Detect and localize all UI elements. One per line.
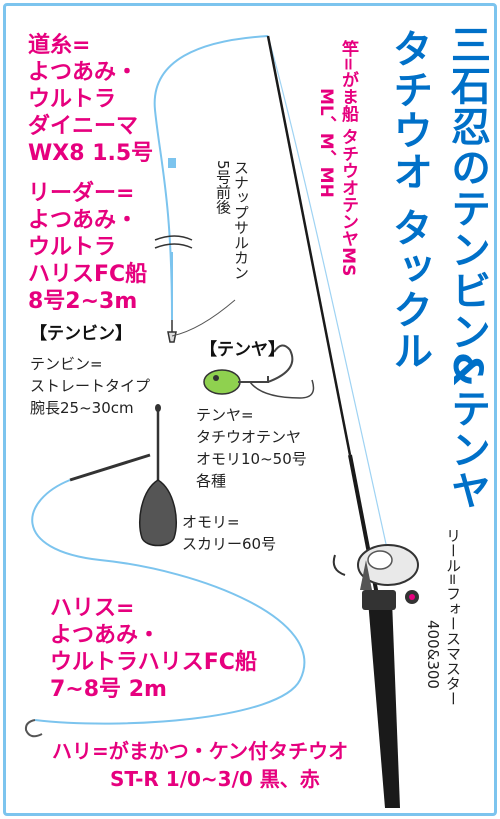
- main-line-text-2: よつあみ・: [28, 60, 139, 85]
- harris-text-1: ハリス=: [50, 596, 135, 621]
- tenya-text-2: タチウオテンヤ: [196, 428, 302, 446]
- harris-text-4: 7~8号 2m: [50, 677, 167, 702]
- leader-text-3: ウルトラ: [28, 235, 117, 260]
- reel-label-line-1: リール=フォースマスター: [444, 528, 462, 706]
- tenya-text-3: オモリ10~50号: [196, 450, 307, 468]
- harris-text-2: よつあみ・: [50, 623, 161, 648]
- rod-label-line-2: ML、M、MH: [316, 88, 336, 198]
- line-break-mark: [154, 235, 193, 249]
- tenbin-text-3: 腕長25~30cm: [30, 399, 134, 417]
- tenya-text-4: 各種: [196, 472, 227, 490]
- reel-label-line-2: 400&300: [424, 620, 442, 689]
- leader-text-4: ハリスFC船: [28, 262, 148, 287]
- rod-butt: [368, 600, 400, 808]
- guide-line: [267, 35, 396, 586]
- harris-text-3: ウルトラハリスFC船: [50, 650, 257, 675]
- leader-text-2: よつあみ・: [28, 208, 139, 233]
- rod-grip: [362, 590, 396, 610]
- main-line-text-4: ダイニーマ: [28, 114, 139, 139]
- title-line-1: 三石忍のテンビン&テンヤ: [444, 24, 490, 511]
- title-line-2: タチウオ タックル: [386, 28, 432, 371]
- main-line-text-5: WX8 1.5号: [28, 141, 154, 166]
- tenya-lure: [203, 344, 315, 399]
- hook-text-1: ハリ=がまかつ・ケン付タチウオ: [52, 739, 349, 763]
- snap-to-line: [171, 299, 236, 337]
- snap-label-line-1: スナップサルカン: [232, 160, 250, 280]
- swivel-marker: [168, 158, 176, 168]
- sinker-weight: [139, 479, 177, 547]
- frame-border: [3, 3, 497, 816]
- leader-text-5: 8号2~3m: [28, 289, 138, 314]
- tenbin-text-2: ストレートタイプ: [30, 377, 151, 395]
- hook: [24, 719, 43, 738]
- tenya-header: 【テンヤ】: [200, 340, 285, 360]
- snap-label-line-2: 5号前後: [214, 160, 232, 215]
- rod-tip: [266, 35, 352, 456]
- tenbin-weight-top: [155, 404, 161, 412]
- main-line: [153, 35, 269, 321]
- hook-text-2: ST-R 1/0~3/0 黒、赤: [110, 767, 320, 791]
- reel: [332, 544, 419, 604]
- sinker-text-1: オモリ=: [182, 513, 240, 531]
- leader-text-1: リーダー=: [28, 181, 135, 206]
- tenbin-header: 【テンビン】: [30, 324, 132, 344]
- harris-line: [31, 479, 306, 725]
- main-line-text-3: ウルトラ: [28, 87, 117, 112]
- snap-swivel: [167, 320, 177, 343]
- tenya-text-1: テンヤ=: [196, 406, 254, 424]
- sinker-text-2: スカリー60号: [182, 535, 277, 553]
- tenbin-arm: [69, 453, 151, 482]
- main-line-text-1: 道糸=: [28, 33, 91, 58]
- rod-label-line-1: 竿=がま船 タチウオテンヤMS: [338, 40, 358, 277]
- tenbin-text-1: テンビン=: [30, 355, 103, 373]
